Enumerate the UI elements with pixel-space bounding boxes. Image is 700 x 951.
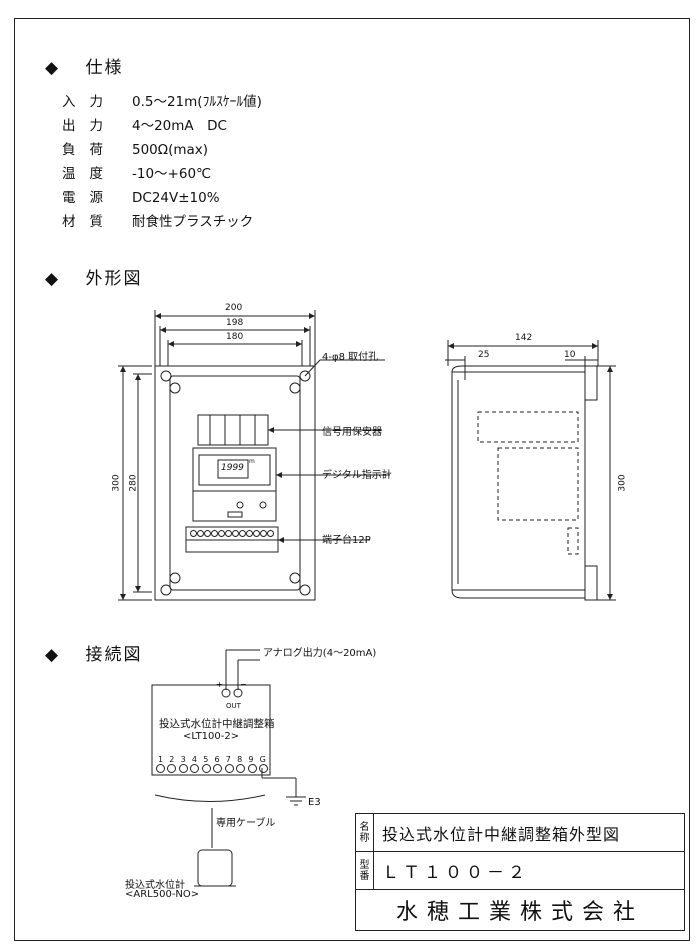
dim-300-side: 300	[617, 474, 628, 492]
terminal-block-label: 端子台12P	[322, 535, 371, 546]
terminal-screws	[190, 530, 274, 538]
meter-display: 1999	[221, 463, 244, 473]
dim-180: 180	[226, 332, 244, 342]
sensor-model: <ARL500-NO>	[125, 889, 200, 900]
drawing-frame	[14, 18, 690, 941]
diamond-bullet-icon: ◆	[45, 269, 61, 289]
cable-label: 専用ケーブル	[216, 818, 276, 829]
title-row-name: 名称 投込式水位計中継調整箱外型図	[356, 814, 684, 852]
outline-section-title: ◆ 外形図	[45, 269, 143, 289]
wiring-section-title: ◆ 接続図	[45, 645, 143, 665]
wiring-terminals	[156, 764, 268, 773]
dim-198: 198	[226, 318, 244, 328]
title-row-model: 型番 ＬＴ１００－２	[356, 852, 684, 890]
out-label: OUT	[226, 702, 241, 710]
surge-protector-label: 信号用保安器	[322, 427, 382, 438]
earth-label: E3	[308, 797, 321, 808]
dim-10: 10	[564, 350, 576, 360]
dim-142: 142	[515, 333, 533, 343]
dim-25: 25	[478, 350, 490, 360]
box-name: 投込式水位計中継調整箱	[159, 718, 275, 730]
analog-output-label: アナログ出力(4～20mA)	[263, 648, 377, 659]
model-number: ＬＴ１００－２	[382, 863, 529, 883]
dim-300-front: 300	[111, 474, 122, 492]
box-model: <LT100-2>	[183, 731, 240, 742]
dim-200: 200	[225, 303, 243, 313]
mount-hole-label: 4-φ8 取付孔	[322, 352, 379, 363]
sensor-name: 投込式水位計	[125, 880, 185, 891]
spec-section-title: ◆ 仕様	[45, 58, 124, 78]
meter-unit: m	[249, 458, 255, 465]
spec-row: 材質耐食性プラスチック	[62, 214, 254, 230]
diamond-bullet-icon: ◆	[45, 645, 61, 665]
digital-meter-label: デジタル指示計	[322, 470, 392, 481]
drawing-name: 投込式水位計中継調整箱外型図	[382, 824, 621, 844]
minus-label: −	[240, 680, 247, 689]
spec-row: 温度-10～+60℃	[62, 166, 212, 182]
title-block: 名称 投込式水位計中継調整箱外型図 型番 ＬＴ１００－２ 水穂工業株式会社	[355, 813, 685, 931]
company-name: 水穂工業株式会社	[395, 900, 644, 925]
dim-280: 280	[128, 474, 139, 492]
diamond-bullet-icon: ◆	[45, 58, 61, 78]
plus-label: +	[216, 680, 223, 689]
